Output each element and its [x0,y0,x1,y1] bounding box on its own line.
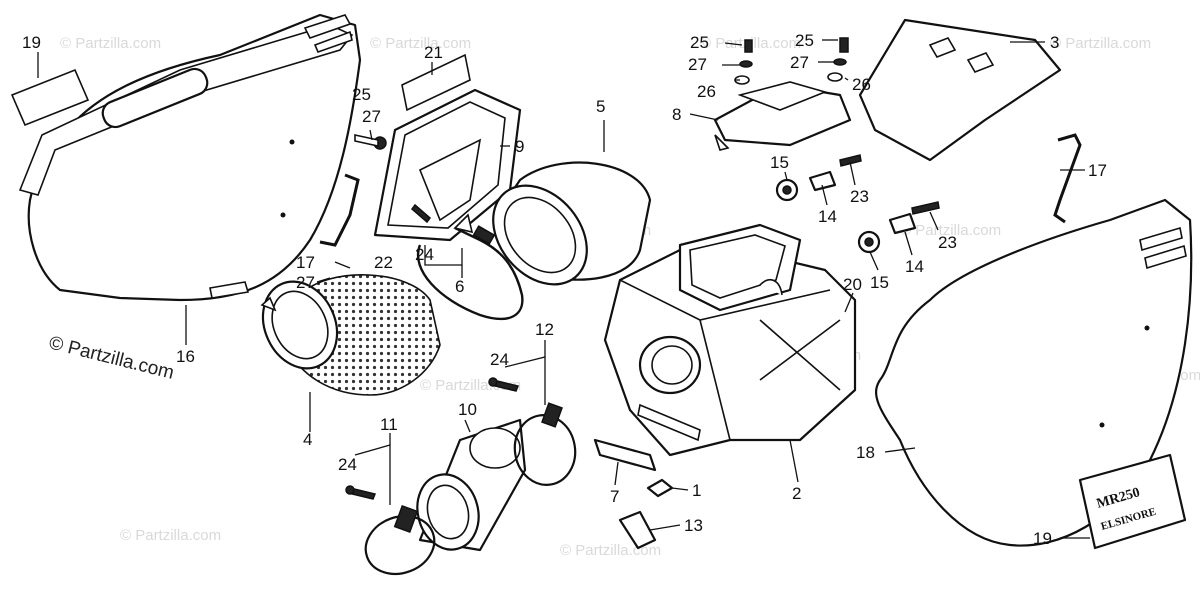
filter-holder-frame [354,53,522,242]
stay-bracket-right [1053,133,1082,224]
callout-12: 12 [535,320,554,339]
callout-1: 1 [692,481,701,500]
callout-25: 25 [795,31,814,50]
watermark: © Partzilla.com [370,35,471,52]
callout-26: 26 [852,75,871,94]
callout-17: 17 [296,253,315,272]
callout-19: 19 [22,33,41,52]
band-11 [364,504,436,576]
callout-8: 8 [672,105,681,124]
callout-15: 15 [770,153,789,172]
callout-16: 16 [176,347,195,366]
right-side-cover [875,198,1193,547]
watermark: © Partzilla.com [60,35,161,52]
callout-27: 27 [688,55,707,74]
seal-7 [593,438,657,472]
callout-14: 14 [818,207,837,226]
callout-27: 27 [790,53,809,72]
callout-24: 24 [415,245,434,264]
callout-24: 24 [490,350,509,369]
callout-26: 26 [697,82,716,101]
fasteners-upper [734,37,849,85]
drain-tube-13 [618,510,657,550]
callout-13: 13 [684,516,703,535]
callout-27: 27 [362,107,381,126]
plate-3 [858,18,1062,162]
decal-left [10,68,90,127]
callout-19: 19 [1033,529,1052,548]
plug-1 [646,478,674,498]
band-6 [417,213,524,321]
callout-17: 17 [1088,161,1107,180]
callout-15: 15 [870,273,889,292]
callout-25: 25 [690,33,709,52]
cover-8 [713,81,852,151]
callout-3: 3 [1050,33,1059,52]
callout-6: 6 [455,277,464,296]
leader-lines [37,39,1090,539]
callout-5: 5 [596,97,605,116]
decal-right: MR250 ELSINORE [1078,453,1187,550]
callout-24: 24 [338,455,357,474]
callout-7: 7 [610,487,619,506]
callout-18: 18 [856,443,875,462]
callout-23: 23 [938,233,957,252]
callout-21: 21 [424,43,443,62]
left-side-cover [18,13,362,302]
air-cleaner-element [260,274,441,396]
callout-4: 4 [303,430,312,449]
filter-element-5 [492,161,652,286]
copyright-notice: © Partzilla.com [47,332,176,383]
callout-2: 2 [792,484,801,503]
band-12 [513,402,577,486]
watermark: © Partzilla.com [1050,35,1151,52]
watermark: © Partzilla.com [900,222,1001,239]
mounting-parts [775,154,940,254]
connecting-tube [416,418,527,552]
callout-22: 22 [374,253,393,272]
callout-25: 25 [352,85,371,104]
callout-14: 14 [905,257,924,276]
callout-20: 20 [843,275,862,294]
callout-11: 11 [380,415,398,434]
callout-10: 10 [458,400,477,419]
air-cleaner-case [603,223,857,457]
callout-27: 27 [296,273,315,292]
stay-bracket-left [319,173,360,247]
callout-23: 23 [850,187,869,206]
callout-labels: 19 16 21 25 27 9 24 6 17 22 27 4 5 12 24… [22,31,1107,548]
screws-24 [345,203,520,500]
callout-9: 9 [515,137,524,156]
watermark: © Partzilla.com [120,527,221,544]
